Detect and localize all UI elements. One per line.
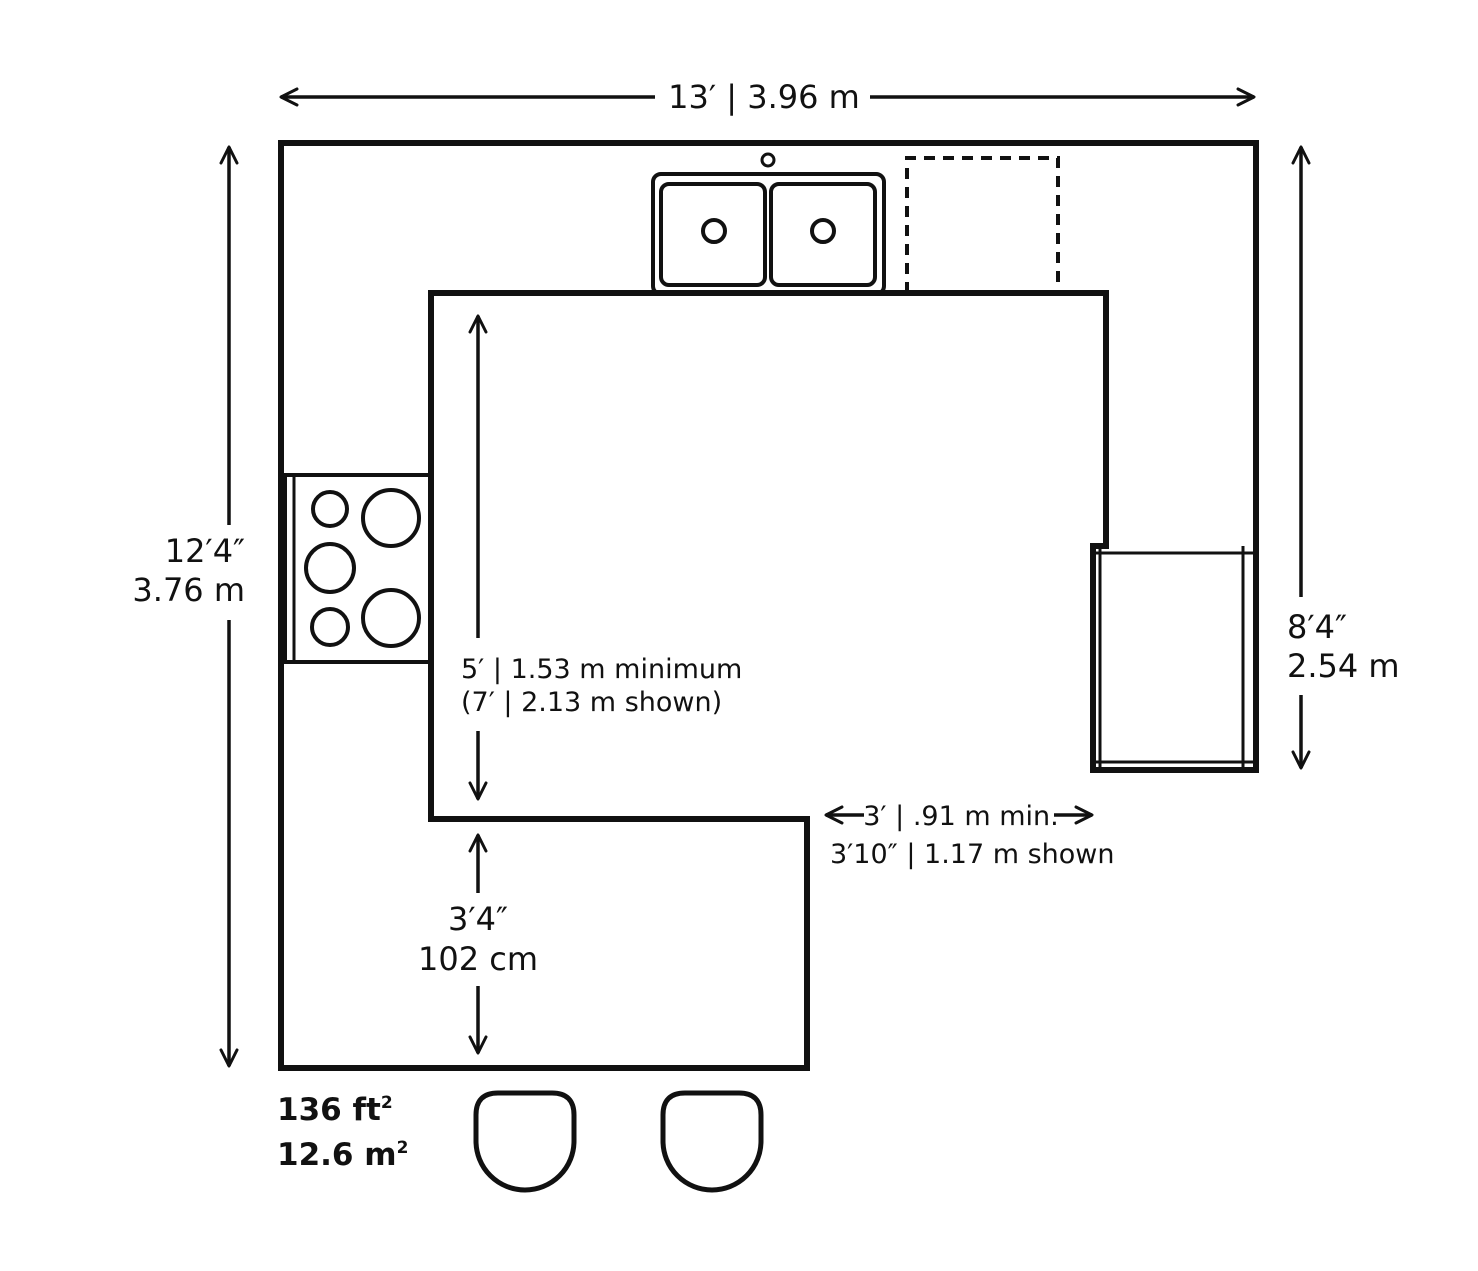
area-ft: 136 ft2	[277, 1092, 393, 1128]
right-label-ft: 8′4″	[1287, 608, 1347, 646]
stool-icon	[660, 1090, 764, 1193]
aisle-dimension: 5′ | 1.53 m minimum (7′ | 2.13 m shown)	[461, 314, 742, 801]
area-m: 12.6 m2	[277, 1137, 408, 1173]
peninsula-label-cm: 102 cm	[418, 940, 538, 978]
stool-icon	[473, 1090, 577, 1193]
dishwasher-icon	[905, 156, 1060, 293]
clearance-dimension: 3′ | .91 m min. 3′10″ | 1.17 m shown	[824, 801, 1115, 870]
width-label: 13′ | 3.96 m	[668, 78, 860, 116]
height-label-m: 3.76 m	[132, 571, 245, 609]
height-dimension: 12′4″ 3.76 m	[132, 145, 245, 1068]
clearance-label-shown: 3′10″ | 1.17 m shown	[830, 839, 1115, 870]
refrigerator-icon	[1093, 546, 1256, 770]
peninsula-dimension: 3′4″ 102 cm	[418, 833, 538, 1055]
peninsula-label-ft: 3′4″	[448, 900, 508, 938]
width-dimension: 13′ | 3.96 m	[279, 78, 1256, 116]
aisle-label-min: 5′ | 1.53 m minimum	[461, 654, 742, 685]
kitchen-counter-outline	[278, 140, 1259, 1071]
height-label-ft: 12′4″	[165, 532, 245, 570]
aisle-label-shown: (7′ | 2.13 m shown)	[461, 687, 722, 718]
sink-icon	[651, 152, 886, 296]
cooktop-icon	[283, 473, 433, 664]
area-label: 136 ft2 12.6 m2	[277, 1092, 408, 1173]
right-depth-dimension: 8′4″ 2.54 m	[1287, 145, 1400, 770]
clearance-label-min: 3′ | .91 m min.	[863, 801, 1058, 832]
right-label-m: 2.54 m	[1287, 647, 1400, 685]
